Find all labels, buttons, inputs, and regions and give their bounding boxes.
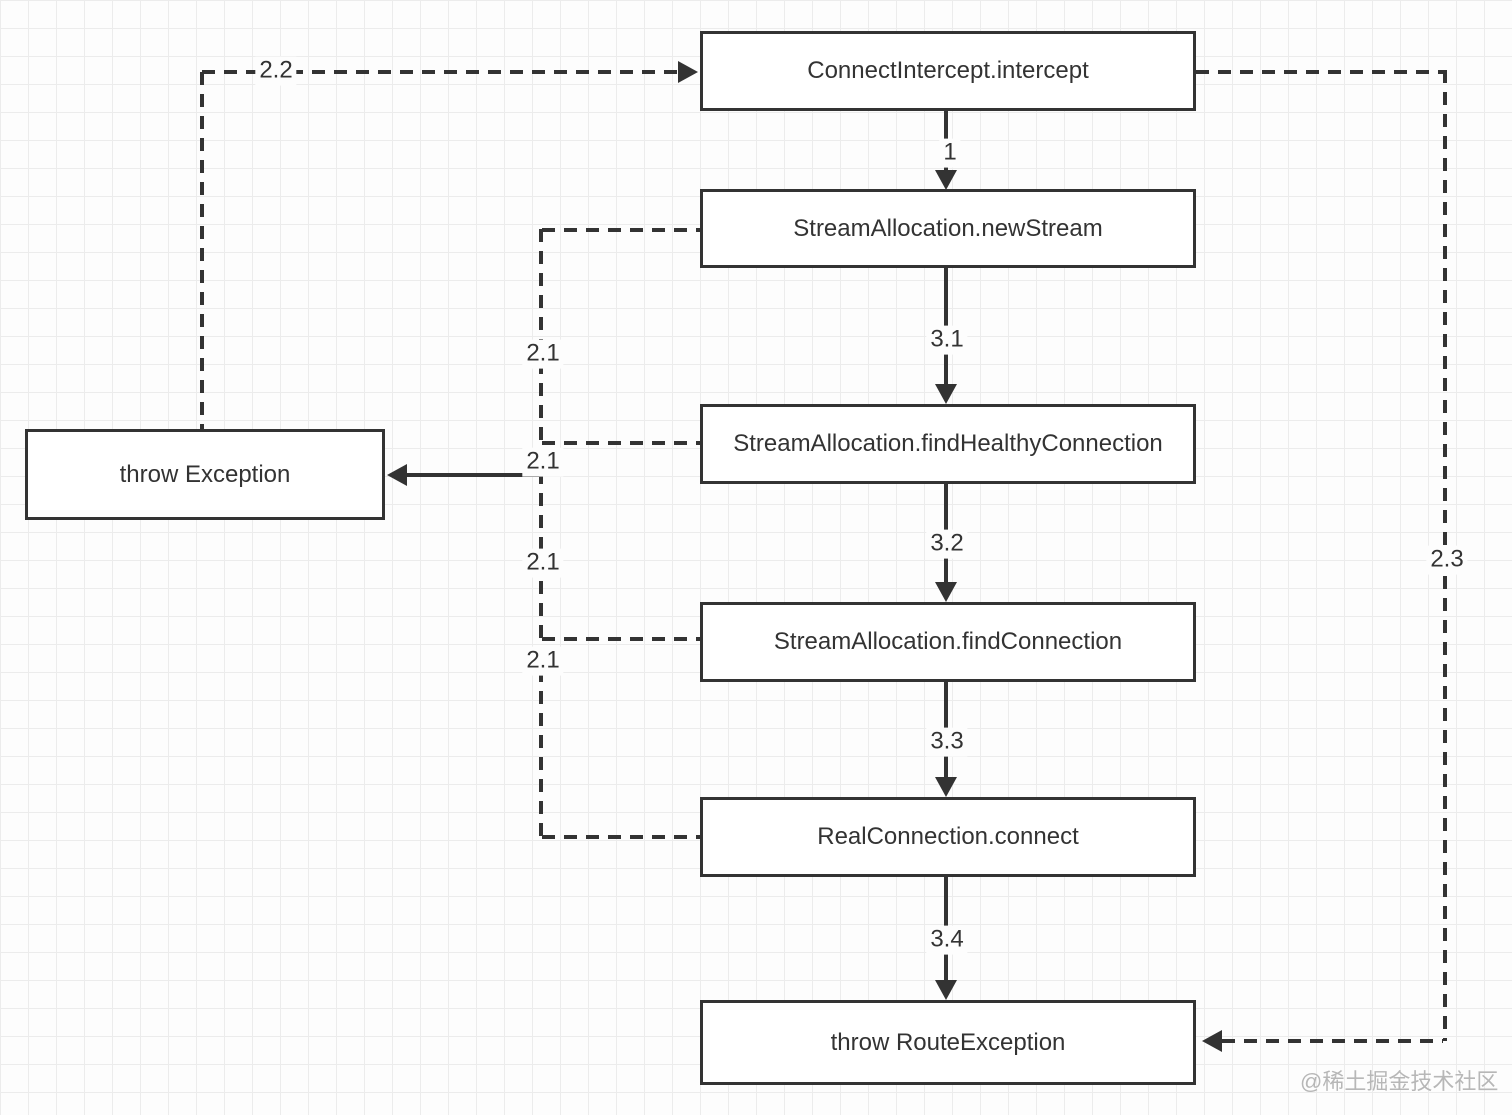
- arrowhead-down-icon: [935, 170, 957, 190]
- edge-label-2-2: 2.2: [255, 56, 297, 86]
- node-label: RealConnection.connect: [817, 823, 1079, 850]
- edge-2-2-vertical: [200, 72, 204, 429]
- node-label: StreamAllocation.findHealthyConnection: [733, 430, 1163, 457]
- node-throw-route-exception: throw RouteException: [700, 1000, 1196, 1085]
- node-stream-allocation-new-stream: StreamAllocation.newStream: [700, 189, 1196, 268]
- arrowhead-down-icon: [935, 777, 957, 797]
- arrowhead-down-icon: [935, 384, 957, 404]
- edge-2-1-branch-find-healthy: [542, 441, 700, 445]
- edge-label-2-1: 2.1: [522, 447, 564, 477]
- edge-2-1-spine: [539, 229, 543, 838]
- edge-label-2-3: 2.3: [1426, 545, 1468, 575]
- edge-label-2-1: 2.1: [522, 548, 564, 578]
- arrowhead-down-icon: [935, 980, 957, 1000]
- node-real-connection-connect: RealConnection.connect: [700, 797, 1196, 877]
- arrowhead-down-icon: [935, 582, 957, 602]
- edge-label-step3-4: 3.4: [926, 925, 968, 955]
- edge-2-1-branch-find-connection: [542, 637, 700, 641]
- edge-label-2-1: 2.1: [522, 646, 564, 676]
- node-connect-intercept: ConnectIntercept.intercept: [700, 31, 1196, 111]
- node-label: StreamAllocation.newStream: [793, 214, 1103, 242]
- edge-2-2-horizontal: [202, 70, 680, 74]
- edge-2-3-top: [1196, 70, 1446, 74]
- arrowhead-left-icon: [387, 464, 407, 486]
- edge-label-step3-2: 3.2: [926, 529, 968, 559]
- edge-label-step3-3: 3.3: [926, 727, 968, 757]
- edge-label-step1: 1: [939, 138, 961, 168]
- arrowhead-left-icon: [1202, 1030, 1222, 1052]
- node-label: throw RouteException: [830, 1028, 1066, 1056]
- node-throw-exception: throw Exception: [25, 429, 385, 520]
- edge-2-1-arrow-stem: [405, 473, 542, 477]
- node-label: StreamAllocation.findConnection: [773, 628, 1123, 655]
- edge-2-3-bottom: [1222, 1039, 1443, 1043]
- node-find-healthy-connection: StreamAllocation.findHealthyConnection: [700, 404, 1196, 484]
- edge-label-step3-1: 3.1: [926, 325, 968, 355]
- watermark: @稀土掘金技术社区: [1300, 1069, 1499, 1094]
- node-label: ConnectIntercept.intercept: [807, 57, 1089, 84]
- node-label: throw Exception: [119, 460, 291, 488]
- arrowhead-right-icon: [678, 61, 698, 83]
- edge-label-2-1: 2.1: [522, 339, 564, 369]
- node-find-connection: StreamAllocation.findConnection: [700, 602, 1196, 682]
- edge-2-1-branch-new-stream: [542, 228, 700, 232]
- edge-2-1-branch-real-connection: [542, 835, 700, 839]
